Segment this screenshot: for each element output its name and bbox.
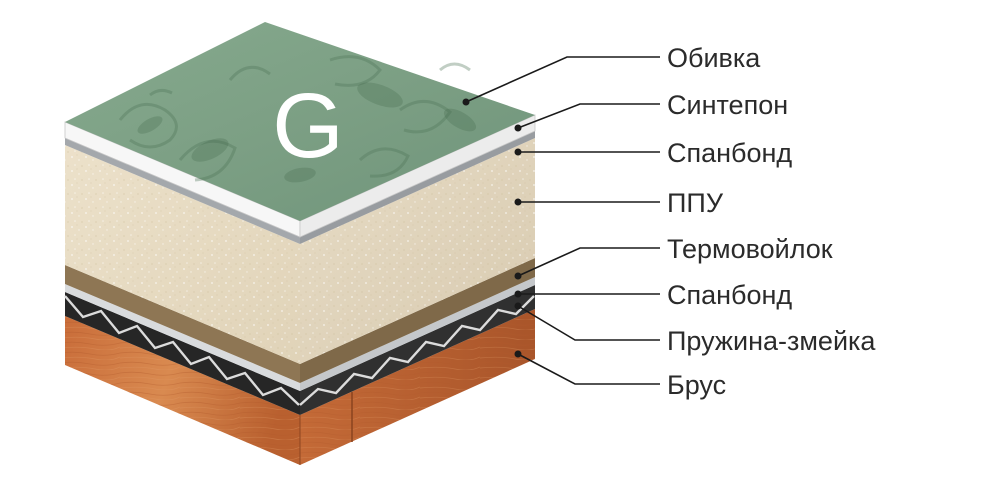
label-termovoilok: Термовойлок — [667, 234, 833, 264]
leader-lines — [462, 56, 660, 385]
label-brus: Брус — [667, 370, 726, 400]
obivka-top — [65, 22, 535, 221]
leader-pruzhina — [517, 305, 660, 341]
spring-wire-right — [299, 295, 535, 406]
leader-termovoilok — [517, 247, 660, 277]
spring-wire-front — [64, 295, 300, 406]
label-pruzhina: Пружина-змейка — [667, 326, 876, 356]
layer-brus — [65, 309, 535, 465]
label-spanbond-bottom: Спанбонд — [667, 280, 792, 310]
layer-spanbond-bottom — [65, 277, 535, 391]
layer-labels: Обивка Синтепон Спанбонд ППУ Термовойлок… — [667, 43, 876, 400]
layer-ppu — [65, 138, 535, 364]
layer-spanbond-top — [65, 130, 535, 244]
label-sintepon: Синтепон — [667, 90, 788, 120]
label-ppu: ППУ — [667, 188, 724, 218]
brand-logo-letter: G — [272, 75, 344, 177]
label-spanbond-top: Спанбонд — [667, 138, 792, 168]
leader-obivka — [465, 56, 660, 103]
layer-termovoilok — [65, 258, 535, 383]
layer-pruzhina — [64, 285, 535, 415]
layer-obivka: G — [65, 22, 535, 221]
leader-brus — [517, 353, 660, 385]
label-obivka: Обивка — [667, 43, 761, 73]
upholstery-pattern — [118, 55, 471, 182]
leader-sintepon — [517, 103, 660, 129]
